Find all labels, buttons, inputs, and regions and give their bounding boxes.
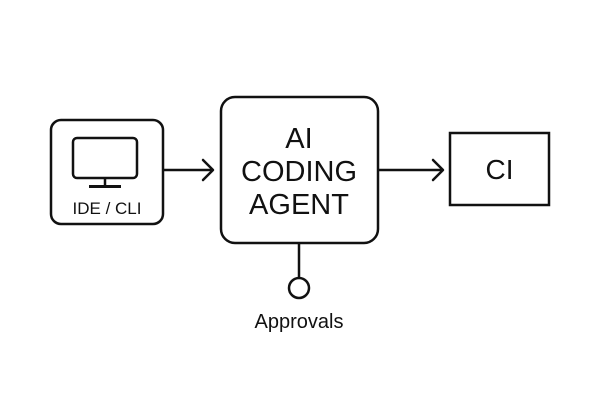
monitor-icon xyxy=(71,136,139,188)
ide-cli-box xyxy=(49,118,165,226)
node-ci: CI xyxy=(448,131,551,207)
ci-box xyxy=(448,131,551,207)
agent-label-line-2: CODING xyxy=(241,156,357,188)
ide-cli-label: IDE / CLI xyxy=(73,199,142,218)
approval-port-icon xyxy=(287,276,311,300)
approvals-label: Approvals xyxy=(255,311,344,333)
node-ide-cli: IDE / CLI xyxy=(49,118,165,226)
agent-label-line-3: AGENT xyxy=(249,189,349,221)
agent-label-line-1: AI xyxy=(285,123,312,155)
ci-label: CI xyxy=(486,154,514,185)
edge-ide-to-agent xyxy=(163,158,215,182)
edge-agent-to-approvals xyxy=(287,243,311,300)
node-ai-coding-agent: AI CODING AGENT xyxy=(219,95,380,245)
edge-agent-to-ci xyxy=(378,158,445,182)
arrowhead-icon xyxy=(431,158,445,182)
arrowhead-icon xyxy=(201,158,215,182)
